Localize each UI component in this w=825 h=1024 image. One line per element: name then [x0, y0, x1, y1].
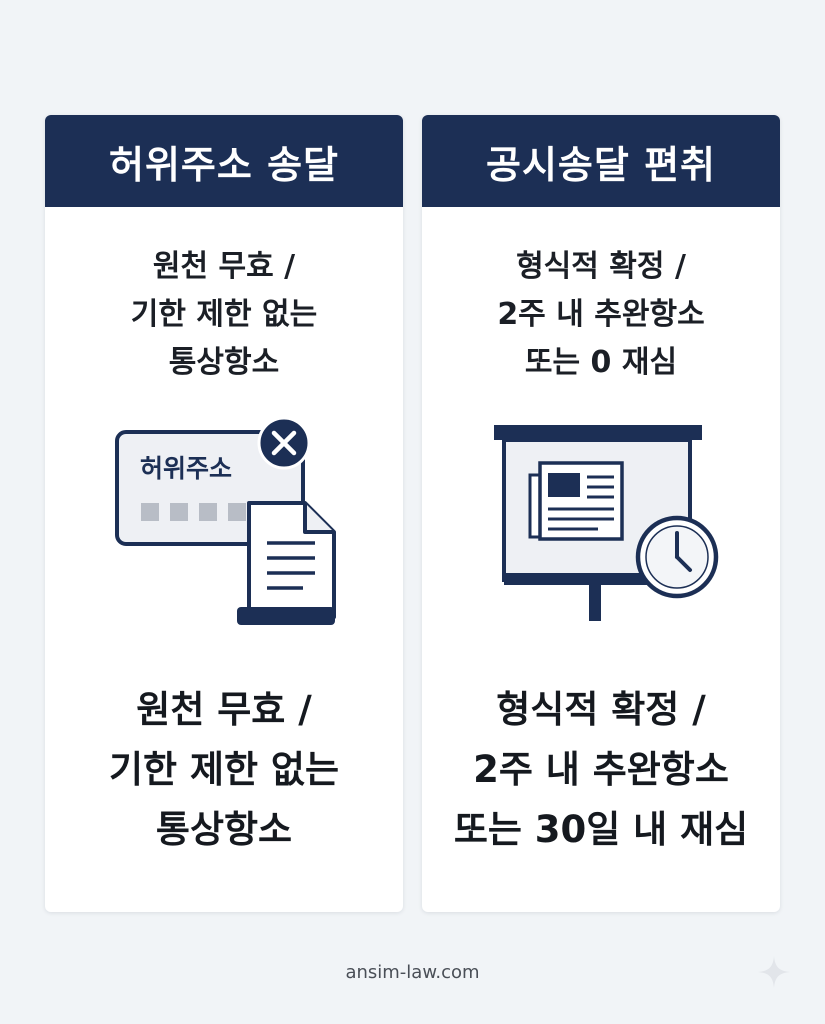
card-conclusion: 원천 무효 / 기한 제한 없는 통상항소	[45, 680, 403, 860]
card-public-notice-fraud: 공시송달 편취 형식적 확정 / 2주 내 추완항소 또는 0 재심	[422, 115, 780, 912]
sparkle-icon	[758, 956, 790, 988]
conclusion-line: 형식적 확정 /	[496, 688, 706, 731]
conclusion-line: 또는 30일 내 재심	[453, 808, 749, 851]
conclusion-line: 2주 내 추완항소	[473, 748, 729, 791]
clock-icon	[635, 515, 719, 599]
subtitle-line: 형식적 확정 /	[516, 249, 686, 284]
subtitle-line: 또는 0 재심	[524, 345, 678, 380]
card-title: 허위주소 송달	[45, 115, 403, 207]
close-icon	[257, 416, 311, 470]
card-conclusion: 형식적 확정 / 2주 내 추완항소 또는 30일 내 재심	[422, 680, 780, 860]
card-subtitle: 원천 무효 / 기한 제한 없는 통상항소	[45, 243, 403, 387]
subtitle-line: 2주 내 추완항소	[497, 297, 705, 332]
conclusion-line: 기한 제한 없는	[108, 748, 339, 791]
conclusion-line: 원천 무효 /	[136, 688, 312, 731]
card-subtitle: 형식적 확정 / 2주 내 추완항소 또는 0 재심	[422, 243, 780, 387]
newspaper-icon	[528, 461, 624, 541]
card-title: 공시송달 편취	[422, 115, 780, 207]
conclusion-line: 통상항소	[155, 808, 293, 851]
subtitle-line: 통상항소	[168, 345, 280, 380]
footer-site-url: ansim-law.com	[345, 962, 480, 983]
public-notice-illustration	[494, 425, 719, 621]
card-false-address-service: 허위주소 송달 원천 무효 / 기한 제한 없는 통상항소 허위주소	[45, 115, 403, 912]
address-card-label: 허위주소	[140, 454, 232, 483]
subtitle-line: 기한 제한 없는	[130, 297, 318, 332]
document-icon	[237, 501, 336, 625]
false-address-illustration: 허위주소	[115, 416, 336, 625]
subtitle-line: 원천 무효 /	[152, 249, 296, 284]
